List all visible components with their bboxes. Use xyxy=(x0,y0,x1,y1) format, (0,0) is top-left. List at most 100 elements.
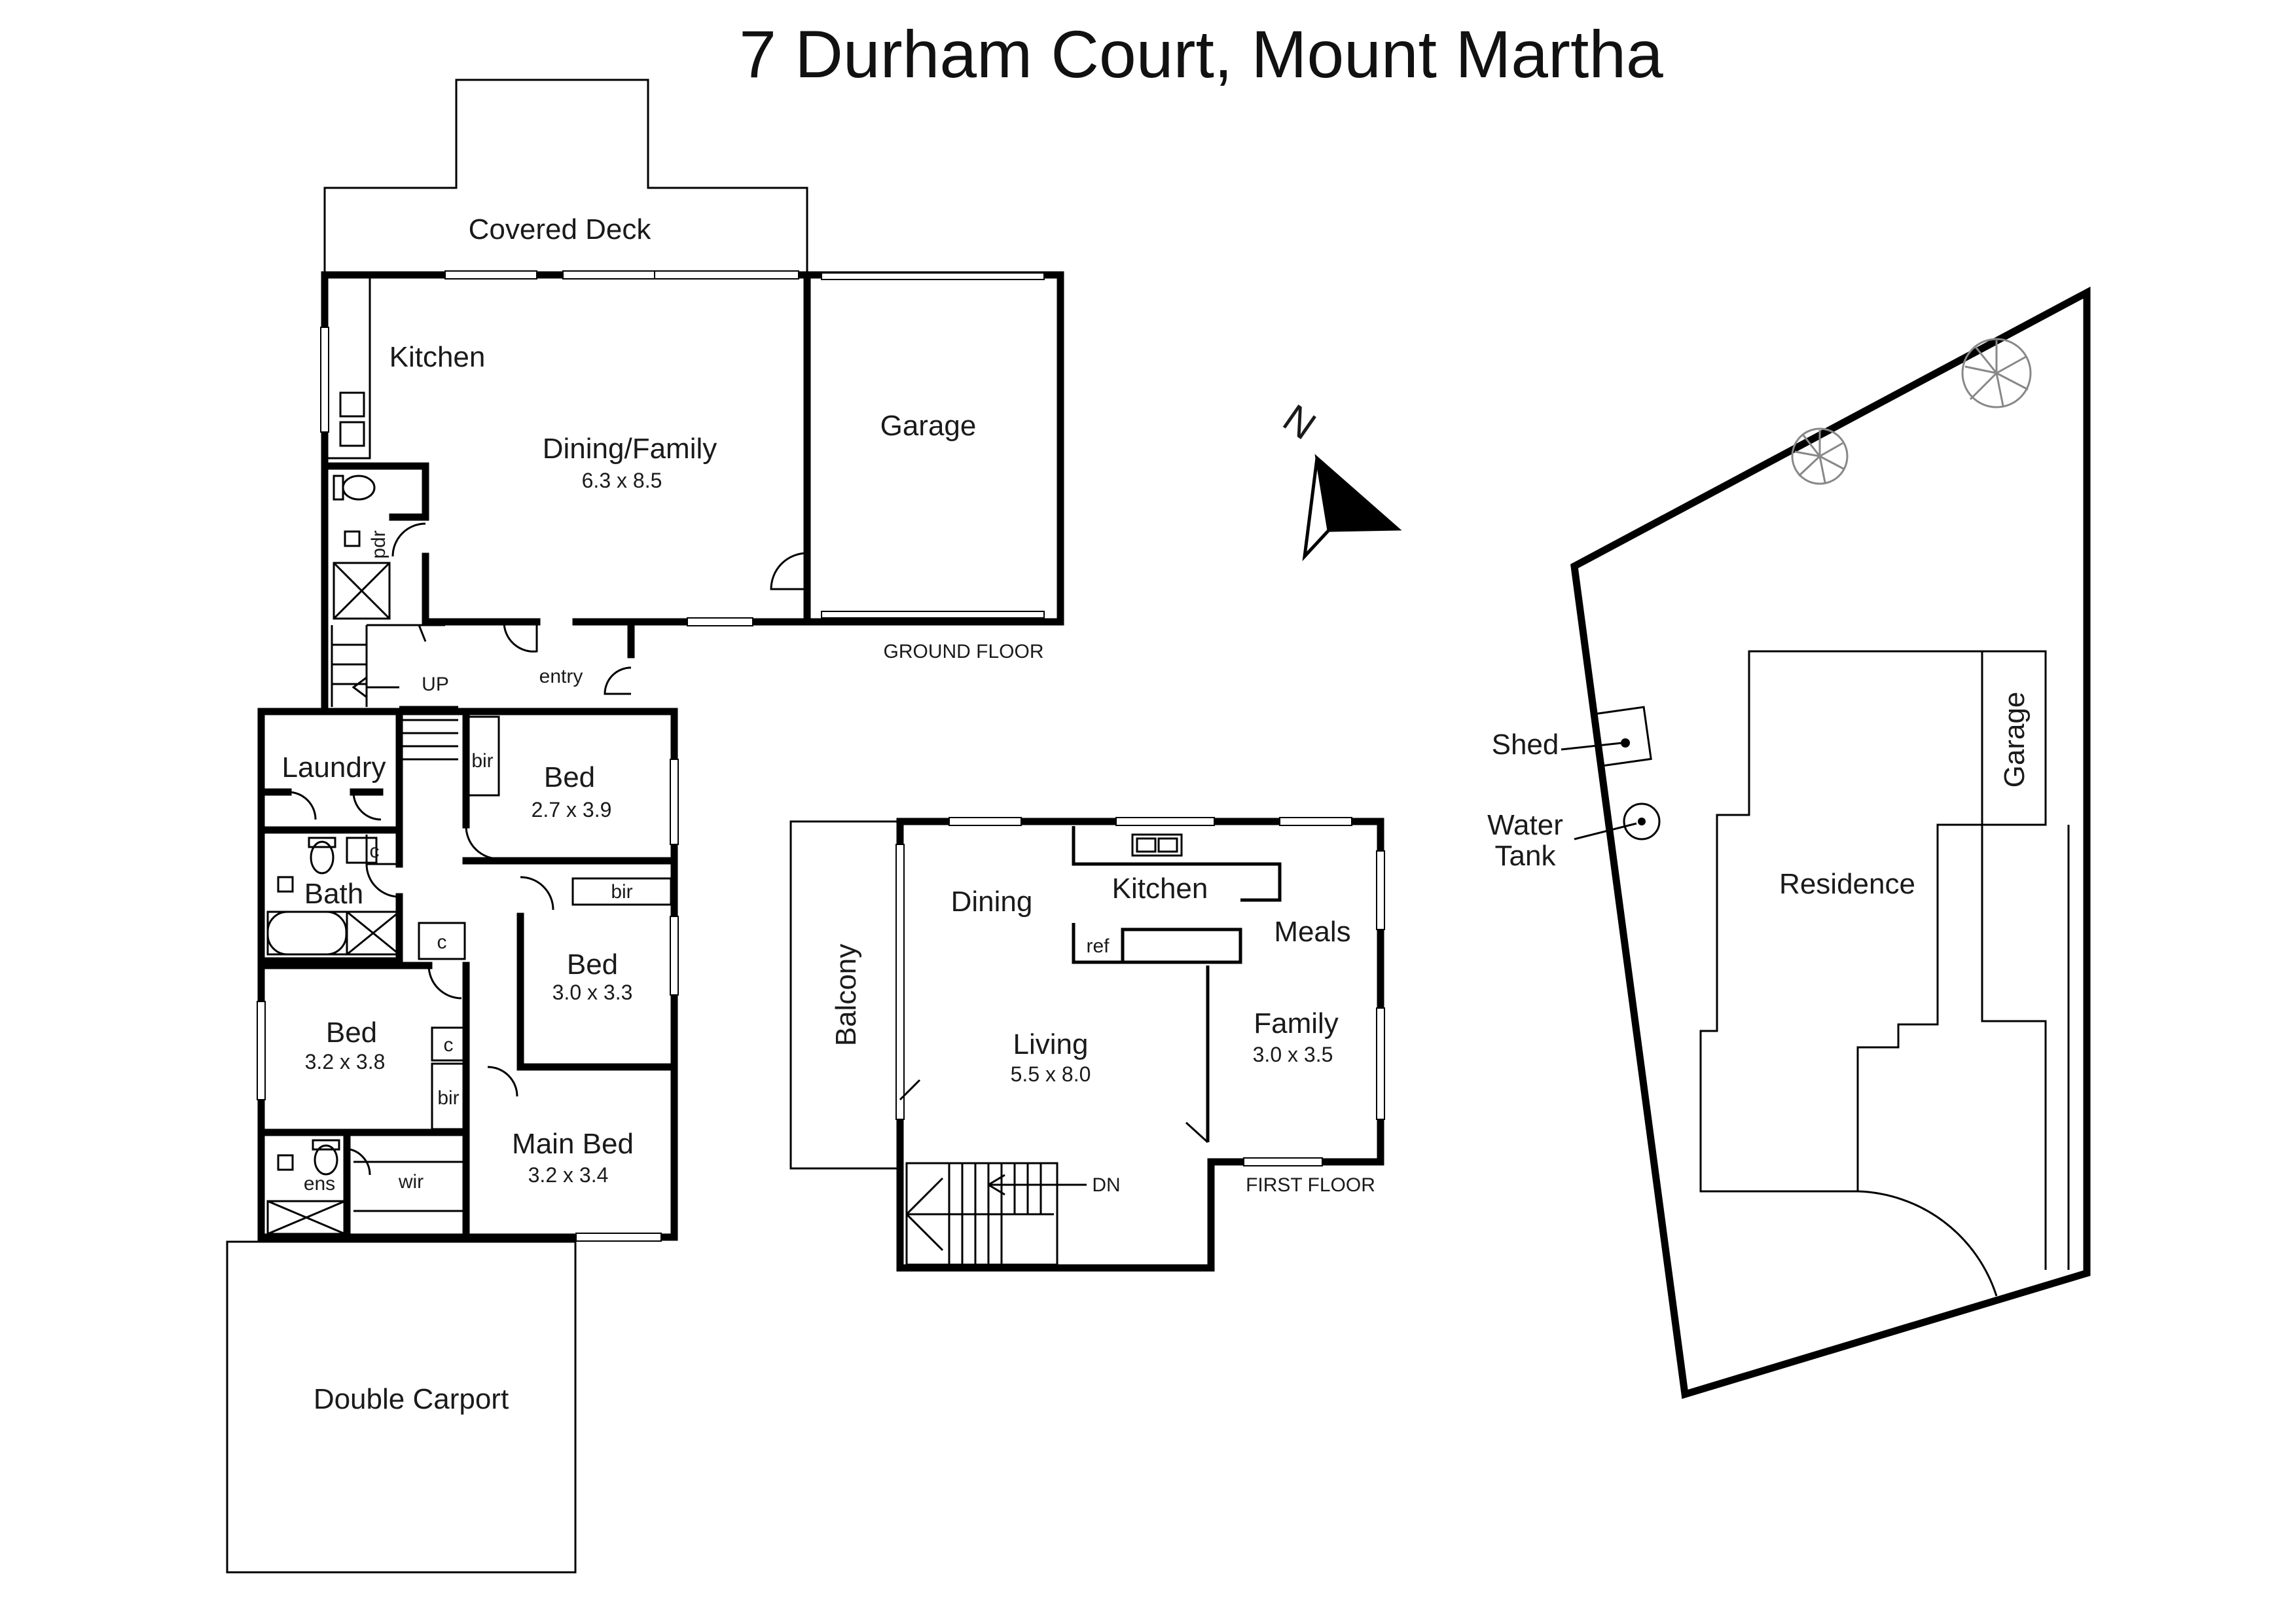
dining-family-label: Dining/Family xyxy=(543,433,717,465)
stair-arrow-icon xyxy=(988,1174,1087,1196)
garage-label: Garage xyxy=(880,410,977,442)
living-size: 5.5 x 8.0 xyxy=(1011,1062,1091,1086)
water-tank-leader xyxy=(1574,822,1637,840)
bath-walls xyxy=(257,826,403,868)
toilet-icon xyxy=(333,475,344,501)
basin-icon xyxy=(277,876,294,893)
bir-outline xyxy=(465,715,500,797)
first-floor-heading: FIRST FLOOR xyxy=(1246,1174,1375,1196)
ground-floor-heading: GROUND FLOOR xyxy=(883,641,1043,662)
wir-shelves xyxy=(353,1161,466,1212)
ground-floor-plan: pdr UP entry xyxy=(226,79,1064,1574)
cooktop-icon xyxy=(339,421,365,447)
bathtub-icon xyxy=(266,911,348,956)
main-bed-label: Main Bed xyxy=(512,1128,634,1160)
bir-outline xyxy=(431,1062,466,1130)
tree-icon xyxy=(1791,427,1849,485)
entry-label: entry xyxy=(539,666,583,687)
first-floor-walls xyxy=(896,818,1384,1272)
bath-outline xyxy=(266,911,400,956)
shower-icon xyxy=(333,562,391,620)
garage-door xyxy=(821,272,1045,280)
first-floor-plan: ref Balcony Dining Kitchen Meals Living … xyxy=(789,817,1385,1272)
powder-room-walls xyxy=(422,552,541,626)
main-bed-size: 3.2 x 3.4 xyxy=(528,1163,609,1187)
carport-outline xyxy=(226,1240,577,1574)
door-swing xyxy=(1185,1121,1209,1144)
bed2-size: 3.0 x 3.3 xyxy=(552,981,633,1004)
stair-landing xyxy=(401,624,427,642)
window xyxy=(444,270,537,280)
bir-label: bir xyxy=(611,881,632,903)
door-swing xyxy=(365,863,400,898)
water-tank-label-line1: Water xyxy=(1487,809,1563,841)
water-tank-label-line2: Tank xyxy=(1495,840,1557,872)
laundry-label: Laundry xyxy=(281,751,386,784)
family-label: Family xyxy=(1254,1007,1339,1039)
balcony-outline xyxy=(789,820,900,1170)
shed-label: Shed xyxy=(1492,729,1559,761)
stair-down-label: DN xyxy=(1092,1174,1120,1196)
ensuite-label: ens xyxy=(304,1173,335,1195)
stair-up-label: UP xyxy=(422,674,449,695)
bir-label: bir xyxy=(437,1087,459,1109)
door-swing xyxy=(770,552,808,590)
shower-icon xyxy=(333,562,391,620)
stair-arrow-icon xyxy=(352,676,399,699)
window xyxy=(949,817,1022,826)
bed3-size: 3.2 x 3.8 xyxy=(305,1050,386,1074)
door-swing xyxy=(287,791,382,821)
kitchen-bench xyxy=(1072,826,1282,902)
garage-outline xyxy=(1981,825,2047,1270)
window xyxy=(654,270,799,280)
bed1-size: 2.7 x 3.9 xyxy=(532,798,612,821)
dining-family-size: 6.3 x 8.5 xyxy=(582,469,662,492)
toilet-icon xyxy=(314,1144,338,1176)
window xyxy=(670,759,679,845)
door-swing xyxy=(899,1079,921,1101)
window xyxy=(895,844,905,1120)
dining-label: Dining xyxy=(951,886,1033,918)
bed1-label: Bed xyxy=(544,761,595,793)
cupboard-outline xyxy=(418,922,466,960)
cupboard-label: c xyxy=(370,840,380,862)
carport-label: Double Carport xyxy=(314,1383,509,1415)
shed-outline xyxy=(1594,706,1652,767)
door-swing xyxy=(487,1066,518,1097)
bir-label: bir xyxy=(471,750,493,772)
toilet-icon xyxy=(342,475,376,501)
covered-deck-outline xyxy=(323,79,808,275)
residence-label: Residence xyxy=(1779,868,1915,900)
window xyxy=(687,617,753,626)
door-swing xyxy=(427,965,462,1000)
meals-label: Meals xyxy=(1274,916,1350,948)
garage-walls xyxy=(803,271,1064,626)
covered-deck-label: Covered Deck xyxy=(469,213,652,245)
ref-label: ref xyxy=(1086,935,1110,957)
kitchen-label: Kitchen xyxy=(389,341,486,373)
cupboard-label: c xyxy=(437,931,447,953)
pdr-label: pdr xyxy=(368,530,389,558)
door-swing xyxy=(520,876,554,911)
stair-treads xyxy=(907,1163,1054,1216)
site-garage-label: Garage xyxy=(1998,692,2031,788)
stair-treads xyxy=(948,1214,1003,1265)
stair-treads xyxy=(399,706,458,761)
window xyxy=(1279,817,1352,826)
site-plan: Shed Water Tank Residence Garage xyxy=(1487,286,2091,1399)
window xyxy=(1243,1157,1323,1166)
window xyxy=(257,1001,266,1100)
shed-leader xyxy=(1561,742,1623,751)
kitchen-label-ff: Kitchen xyxy=(1112,873,1208,905)
door-swing xyxy=(346,1147,371,1176)
shed-marker xyxy=(1621,738,1630,748)
bir-outline xyxy=(571,877,672,906)
shower-icon xyxy=(346,911,400,956)
bath-label: Bath xyxy=(304,878,364,910)
north-arrow-icon: N xyxy=(1275,396,1402,562)
balcony-label: Balcony xyxy=(830,944,862,1047)
sink-icon xyxy=(1136,837,1157,853)
kitchen-bench xyxy=(325,278,371,460)
wir-label: wir xyxy=(398,1171,424,1193)
